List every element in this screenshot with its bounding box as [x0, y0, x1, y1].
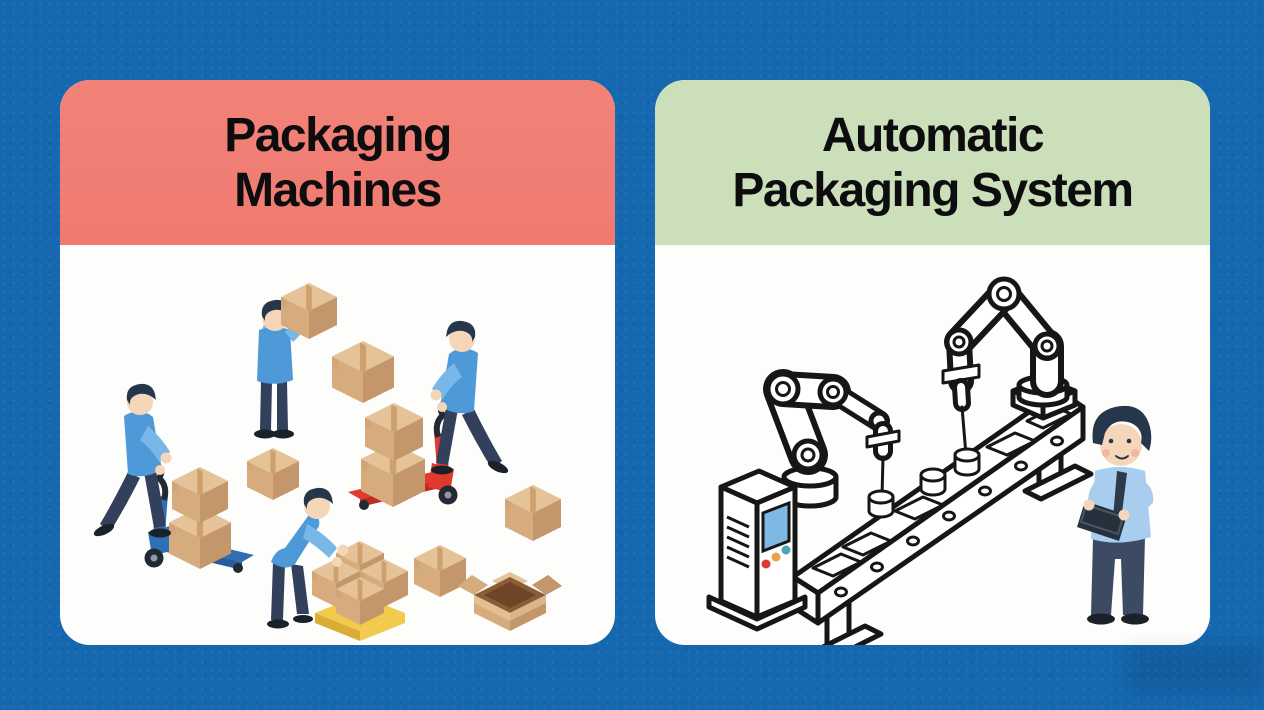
manual-title-line-1: Packaging	[224, 108, 452, 162]
cabinet-vents	[726, 515, 750, 569]
conveyor-foot	[1022, 463, 1094, 502]
eye	[1126, 438, 1132, 444]
automatic-panel-header: Automatic Packaging System	[655, 80, 1210, 245]
robotic-line-illustration	[706, 276, 1154, 645]
smile	[1115, 455, 1129, 460]
robot-arm-left	[763, 369, 901, 499]
gripper-collar	[941, 363, 981, 385]
automatic-title-line-2: Packaging System	[732, 163, 1134, 217]
robot-arm-right	[941, 276, 1078, 457]
automatic-title-line-1: Automatic	[821, 108, 1045, 162]
manual-workers-illustration	[93, 283, 562, 641]
control-cabinet	[706, 468, 808, 632]
cardboard-box-icon	[247, 448, 299, 500]
stacked-box-icon	[172, 467, 228, 523]
manual-panel-body	[60, 245, 615, 645]
cabinet-button-red	[761, 559, 771, 569]
worker-stacking-pallet	[267, 487, 337, 629]
tablet	[1077, 501, 1127, 541]
worker-pushing-red-jack	[430, 320, 509, 485]
belt-holes	[834, 435, 1064, 598]
cabinet-screen	[761, 500, 791, 554]
open-cardboard-box-icon	[458, 572, 562, 631]
bender-hand	[332, 557, 342, 567]
cabinet-button-teal	[781, 545, 791, 555]
belt-products	[867, 447, 981, 519]
gripper-collar	[865, 429, 901, 449]
stacked-box-icon	[365, 403, 423, 461]
yellow-pallet-with-boxes	[312, 541, 408, 641]
cabinet-button-orange	[771, 552, 781, 562]
automatic-panel-title: Automatic Packaging System	[732, 108, 1134, 218]
conveyor-foot	[821, 623, 884, 645]
watermark-region	[1128, 645, 1264, 693]
cardboard-box-icon	[505, 485, 561, 541]
worker-pushing-blue-jack	[93, 383, 172, 548]
manual-panel-title: Packaging Machines	[224, 108, 452, 218]
automatic-packaging-panel: Automatic Packaging System	[655, 80, 1210, 645]
conveyor-belt	[790, 388, 1094, 645]
automatic-panel-body	[655, 245, 1210, 645]
manual-packaging-panel: Packaging Machines	[60, 80, 615, 645]
manual-title-line-2: Machines	[234, 163, 442, 217]
gripper-rod	[960, 405, 968, 457]
cardboard-box-icon	[414, 545, 466, 597]
manual-panel-header: Packaging Machines	[60, 80, 615, 245]
supervisor-with-tablet	[1077, 405, 1154, 625]
robot-arm-left-base	[781, 465, 839, 509]
cardboard-box-icon	[332, 341, 394, 403]
eye	[1108, 438, 1114, 444]
bender-hand	[337, 544, 349, 556]
